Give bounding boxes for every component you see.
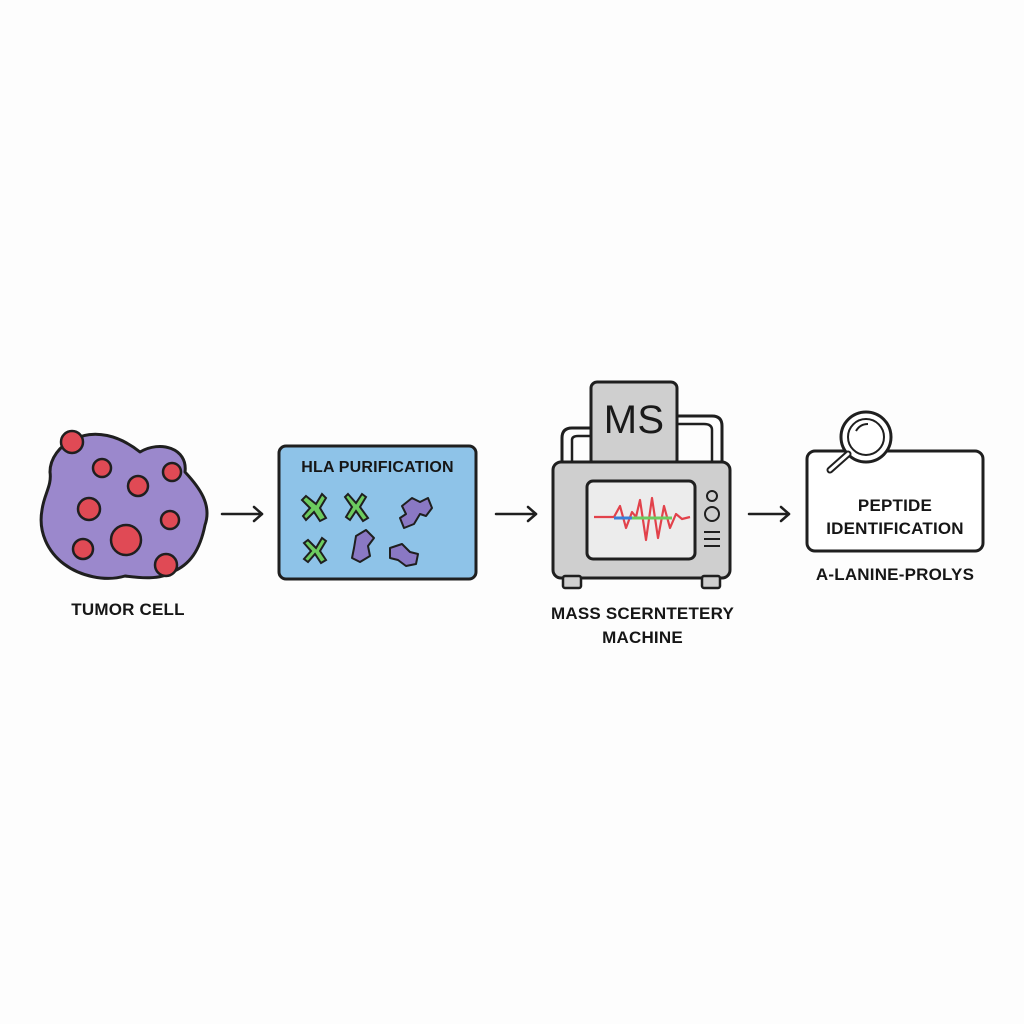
nucleus: [126, 474, 150, 498]
nucleus: [71, 537, 95, 561]
nucleus: [91, 457, 113, 479]
nucleus: [161, 461, 183, 483]
ms-screen-label: MS: [603, 398, 665, 442]
peptide-identification-box: [805, 449, 985, 553]
nucleus: [159, 509, 181, 531]
peptide-identification-label: PEPTIDE IDENTIFICATION: [826, 496, 964, 538]
nucleus: [59, 429, 85, 455]
magnifier-icon: [826, 410, 893, 474]
mass-spec-label: MASS SCERNTETERY MACHINE: [551, 604, 734, 647]
cell-body: [39, 432, 209, 580]
tumor-cell-label: TUMOR CELL: [71, 600, 185, 619]
mass-spectrometer-icon: [551, 380, 732, 590]
nucleus: [153, 552, 179, 578]
hla-fragment: [351, 497, 433, 567]
nucleus: [76, 496, 102, 522]
arrow-right-icon: [494, 505, 538, 523]
arrow-right-icon: [220, 505, 264, 523]
hla-purification-label: HLA PURIFICATION: [301, 459, 454, 476]
tumor-cell-icon: [39, 429, 209, 580]
nucleus: [109, 523, 143, 557]
peptide-sequence-label: A-LANINE-PROLYS: [815, 565, 975, 584]
arrow-right-icon: [747, 505, 791, 523]
hla-fragment: [300, 492, 370, 565]
spectrum-trace: [594, 496, 691, 542]
hla-purification-panel: [277, 444, 478, 581]
